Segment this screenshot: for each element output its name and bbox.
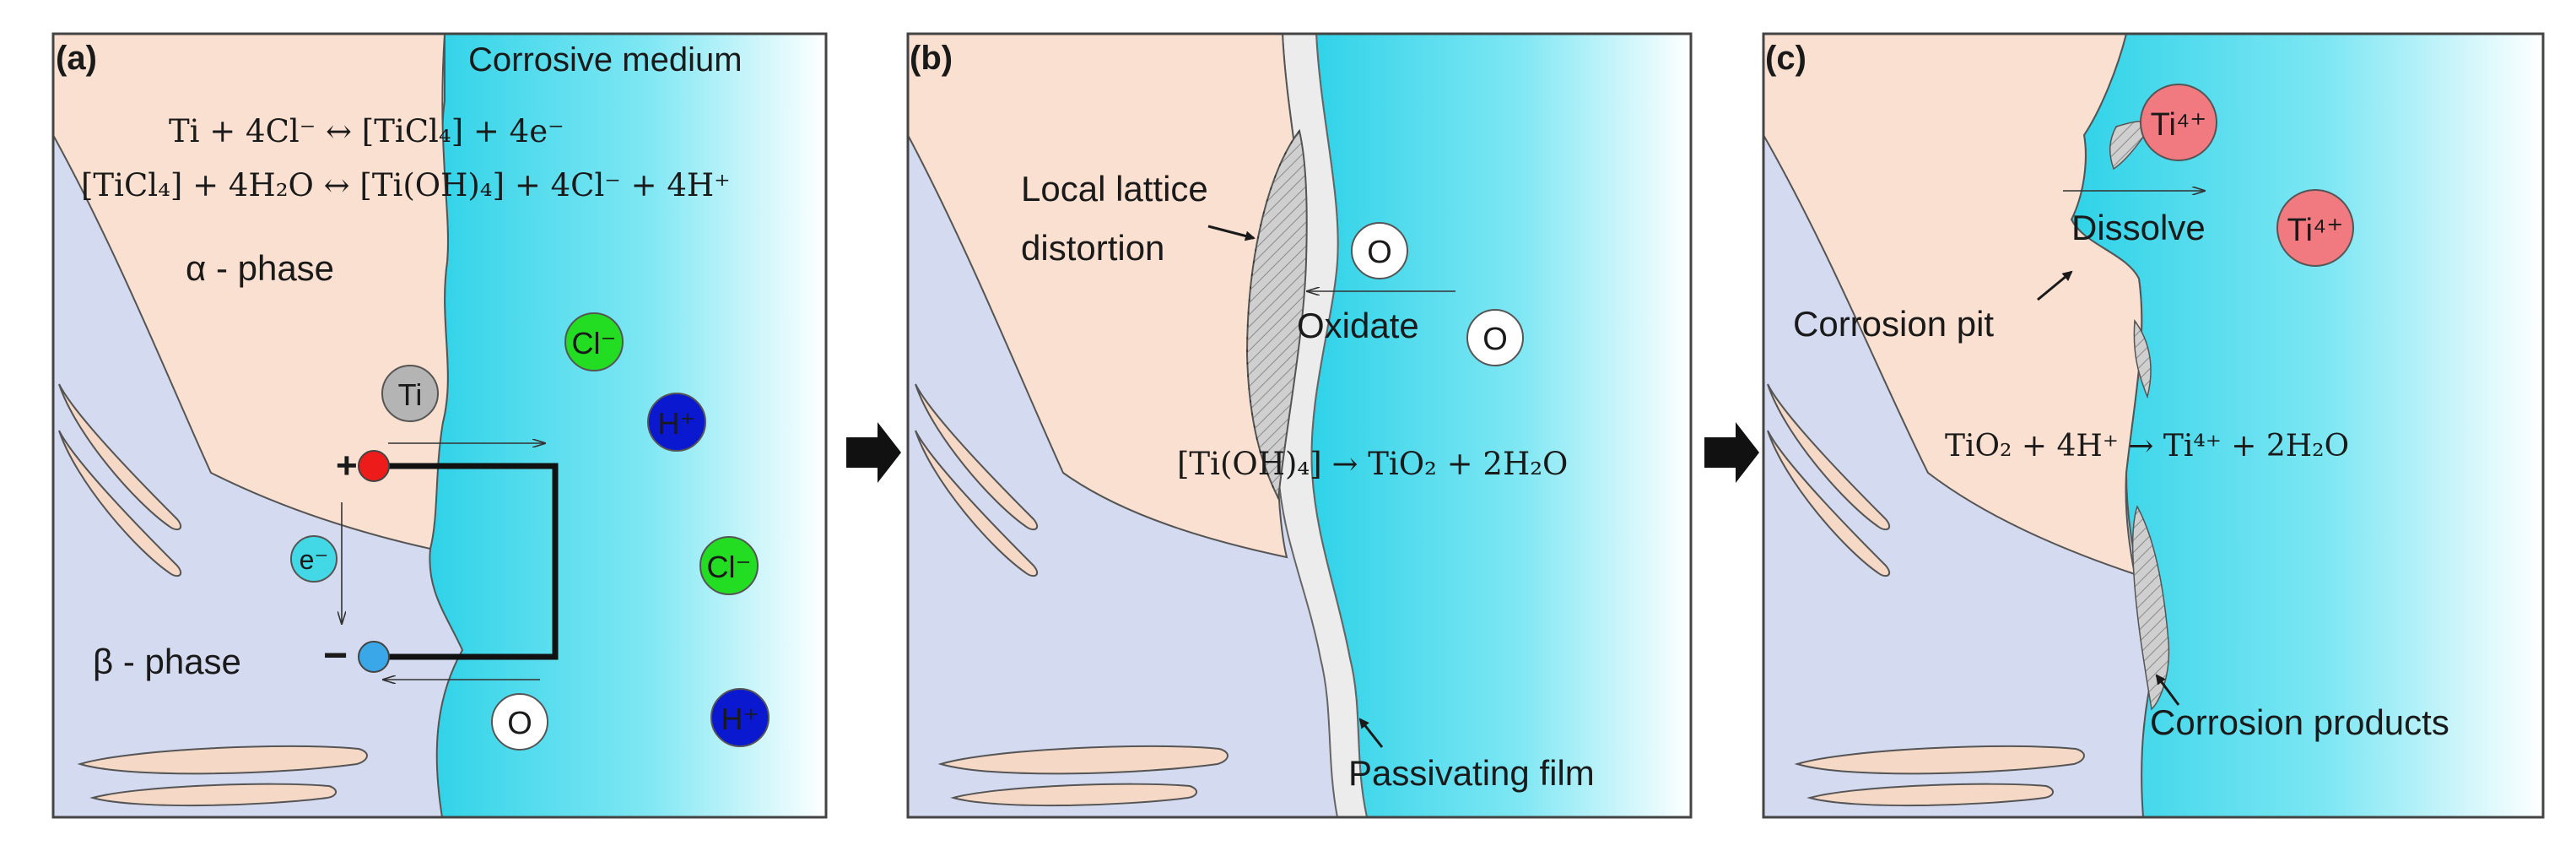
corrosive-medium-label: Corrosive medium [468, 41, 743, 79]
cathode-minus-sign: − [323, 631, 348, 679]
corrosive-medium-region-b [1310, 33, 1692, 818]
panel-a-frame [51, 32, 828, 819]
ti-ion-a: Ti [381, 365, 439, 422]
panel-c-letter: (c) [1765, 40, 1806, 77]
equation-passivation: [Ti(OH)₄] → TiO₂ + 2H₂O [1177, 446, 1568, 482]
oxygen-atom-b1: O [1351, 222, 1408, 279]
film-pointer-arrow [1358, 718, 1384, 748]
svg-text:Cl⁻: Cl⁻ [707, 550, 752, 584]
passivating-film-label: Passivating film [1348, 753, 1595, 793]
alpha-phase-label: α - phase [186, 248, 334, 288]
panel-b-frame [906, 32, 1693, 819]
panel-a-letter: (a) [56, 40, 97, 77]
corrosion-product-patch-1 [2109, 121, 2153, 171]
panel-c-frame [1762, 32, 2545, 819]
hydrogen-ion-2: H⁺ [710, 688, 770, 747]
step-arrow-b-to-c [1704, 422, 1759, 483]
beta-phase-label: β - phase [93, 642, 241, 681]
alpha-phase-region [52, 33, 449, 550]
anode-plus-sign: + [336, 445, 358, 486]
chloride-ion-1: Cl⁻ [564, 312, 624, 371]
corrosion-products-label: Corrosion products [2150, 702, 2449, 742]
svg-text:O: O [507, 706, 532, 741]
svg-text:Cl⁻: Cl⁻ [572, 326, 617, 360]
ti4-ion-1: Ti⁴⁺ [2140, 84, 2217, 161]
ti4-ion-2: Ti⁴⁺ [2276, 189, 2354, 267]
galvanic-circuit-wire [376, 463, 559, 660]
corrosion-product-patch-3 [2131, 505, 2170, 711]
svg-text:O: O [1482, 322, 1508, 357]
electron-a: e⁻ [290, 535, 338, 583]
oxidate-label: Oxidate [1297, 306, 1419, 345]
equation-ti-chloride: Ti + 4Cl⁻ ↔ [TiCl₄] + 4e⁻ [169, 113, 564, 149]
svg-text:e⁻: e⁻ [300, 545, 329, 575]
svg-text:H⁺: H⁺ [721, 702, 759, 736]
chloride-ion-2: Cl⁻ [699, 536, 759, 595]
equation-dissolution: TiO₂ + 4H⁺ → Ti⁴⁺ + 2H₂O [1945, 429, 2349, 463]
oxygen-atom-b2: O [1466, 309, 1524, 366]
lattice-label-line1: Local lattice [1021, 169, 1208, 209]
dissolve-label: Dissolve [2071, 208, 2206, 247]
products-pointer-arrow [2155, 674, 2180, 706]
svg-text:Ti⁴⁺: Ti⁴⁺ [2287, 213, 2344, 248]
corrosion-pit-label: Corrosion pit [1793, 304, 1994, 344]
svg-text:H⁺: H⁺ [658, 406, 696, 441]
panel-c: (c) Ti⁴⁺ Dissolve Ti⁴⁺ Corrosion pit TiO… [1762, 32, 2545, 819]
oxygen-atom-a: O [491, 693, 548, 751]
svg-text:Ti⁴⁺: Ti⁴⁺ [2151, 107, 2207, 143]
corrosion-product-patch-2 [2133, 318, 2152, 399]
cathode-dot [358, 641, 390, 673]
corrosive-medium-region [429, 33, 827, 818]
anode-dot [358, 450, 390, 482]
equation-hydrolysis: [TiCl₄] + 4H₂O ↔ [Ti(OH)₄] + 4Cl⁻ + 4H⁺ [81, 167, 731, 203]
panel-b: (b) Local lattice distortion O Oxidate O… [906, 32, 1693, 819]
pit-pointer-arrow [2037, 270, 2073, 301]
lattice-pointer-arrow [1207, 225, 1256, 241]
panel-b-letter: (b) [910, 40, 953, 77]
svg-text:O: O [1367, 235, 1392, 270]
svg-text:Ti: Ti [398, 377, 423, 412]
panel-a: (a) Corrosive medium Ti + 4Cl⁻ ↔ [TiCl₄]… [51, 32, 828, 819]
alpha-phase-region-c [1763, 33, 2143, 576]
step-arrow-a-to-b [846, 422, 901, 483]
lattice-label-line2: distortion [1021, 228, 1164, 268]
hydrogen-ion-1: H⁺ [647, 393, 706, 452]
